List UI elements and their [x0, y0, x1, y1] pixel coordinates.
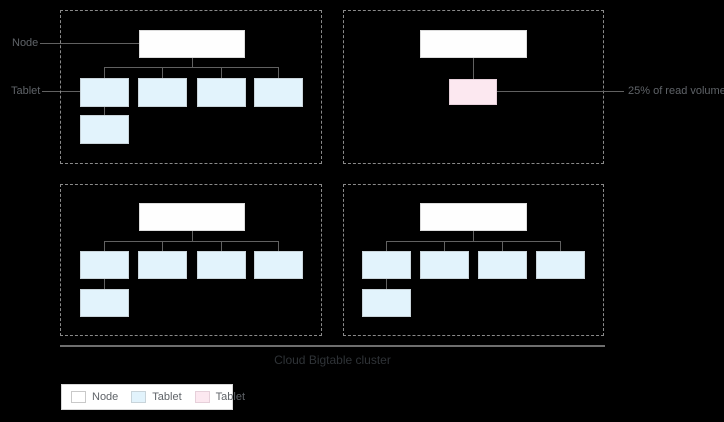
tablet-box: [80, 289, 129, 317]
connector: [104, 67, 105, 78]
connector: [162, 67, 163, 78]
node-quadrant-1: [60, 10, 322, 164]
connector: [502, 241, 503, 251]
legend-tablet-label: Tablet: [152, 391, 182, 403]
tablet-box: [362, 251, 411, 279]
tablet-callout-label: Tablet: [11, 85, 41, 97]
tablet-box: [138, 78, 187, 107]
node-quadrant-4: [343, 184, 604, 336]
connector: [473, 231, 474, 241]
read-volume-label: 25% of read volume: [628, 85, 724, 97]
connector: [104, 279, 105, 289]
tablet-box: [254, 78, 303, 107]
connector: [104, 67, 279, 68]
connector: [386, 241, 387, 251]
tablet-box: [80, 78, 129, 107]
legend-node-label: Node: [92, 391, 119, 403]
tablet-box: [80, 251, 129, 279]
connector: [278, 67, 279, 78]
tablet-box: [420, 251, 469, 279]
connector: [104, 241, 105, 251]
tablet-box: [80, 115, 129, 144]
node-box: [139, 30, 245, 58]
connector: [386, 279, 387, 289]
tablet-box: [138, 251, 187, 279]
connector: [278, 241, 279, 251]
tablet-callout-line: [42, 91, 80, 92]
legend: Node Tablet Tablet: [61, 384, 245, 410]
connector: [444, 241, 445, 251]
tablet-box: [362, 289, 411, 317]
cluster-title: Cloud Bigtable cluster: [274, 353, 391, 367]
legend-hot-tablet-swatch: [194, 391, 210, 403]
connector: [104, 107, 105, 115]
node-quadrant-2: [343, 10, 604, 164]
legend-hot-tablet-label: Tablet: [215, 391, 246, 403]
node-callout-label: Node: [12, 37, 39, 49]
cluster-boundary-line: [60, 345, 605, 347]
tablet-box: [254, 251, 303, 279]
connector: [192, 58, 193, 67]
hot-tablet-box: [449, 79, 497, 105]
node-quadrant-3: [60, 184, 322, 336]
tablet-box: [197, 251, 246, 279]
tablet-box: [197, 78, 246, 107]
connector: [221, 241, 222, 251]
connector: [221, 67, 222, 78]
tablet-box: [478, 251, 527, 279]
legend-node-swatch: [71, 391, 86, 403]
connector: [104, 241, 279, 242]
connector: [473, 58, 474, 79]
connector: [560, 241, 561, 251]
connector: [192, 231, 193, 241]
node-box: [139, 203, 245, 231]
read-volume-callout-line: [497, 91, 624, 92]
legend-tablet-swatch: [131, 391, 147, 403]
connector: [162, 241, 163, 251]
tablet-box: [536, 251, 585, 279]
node-callout-line: [40, 43, 139, 44]
connector: [386, 241, 561, 242]
node-box: [420, 30, 527, 58]
node-box: [420, 203, 527, 231]
